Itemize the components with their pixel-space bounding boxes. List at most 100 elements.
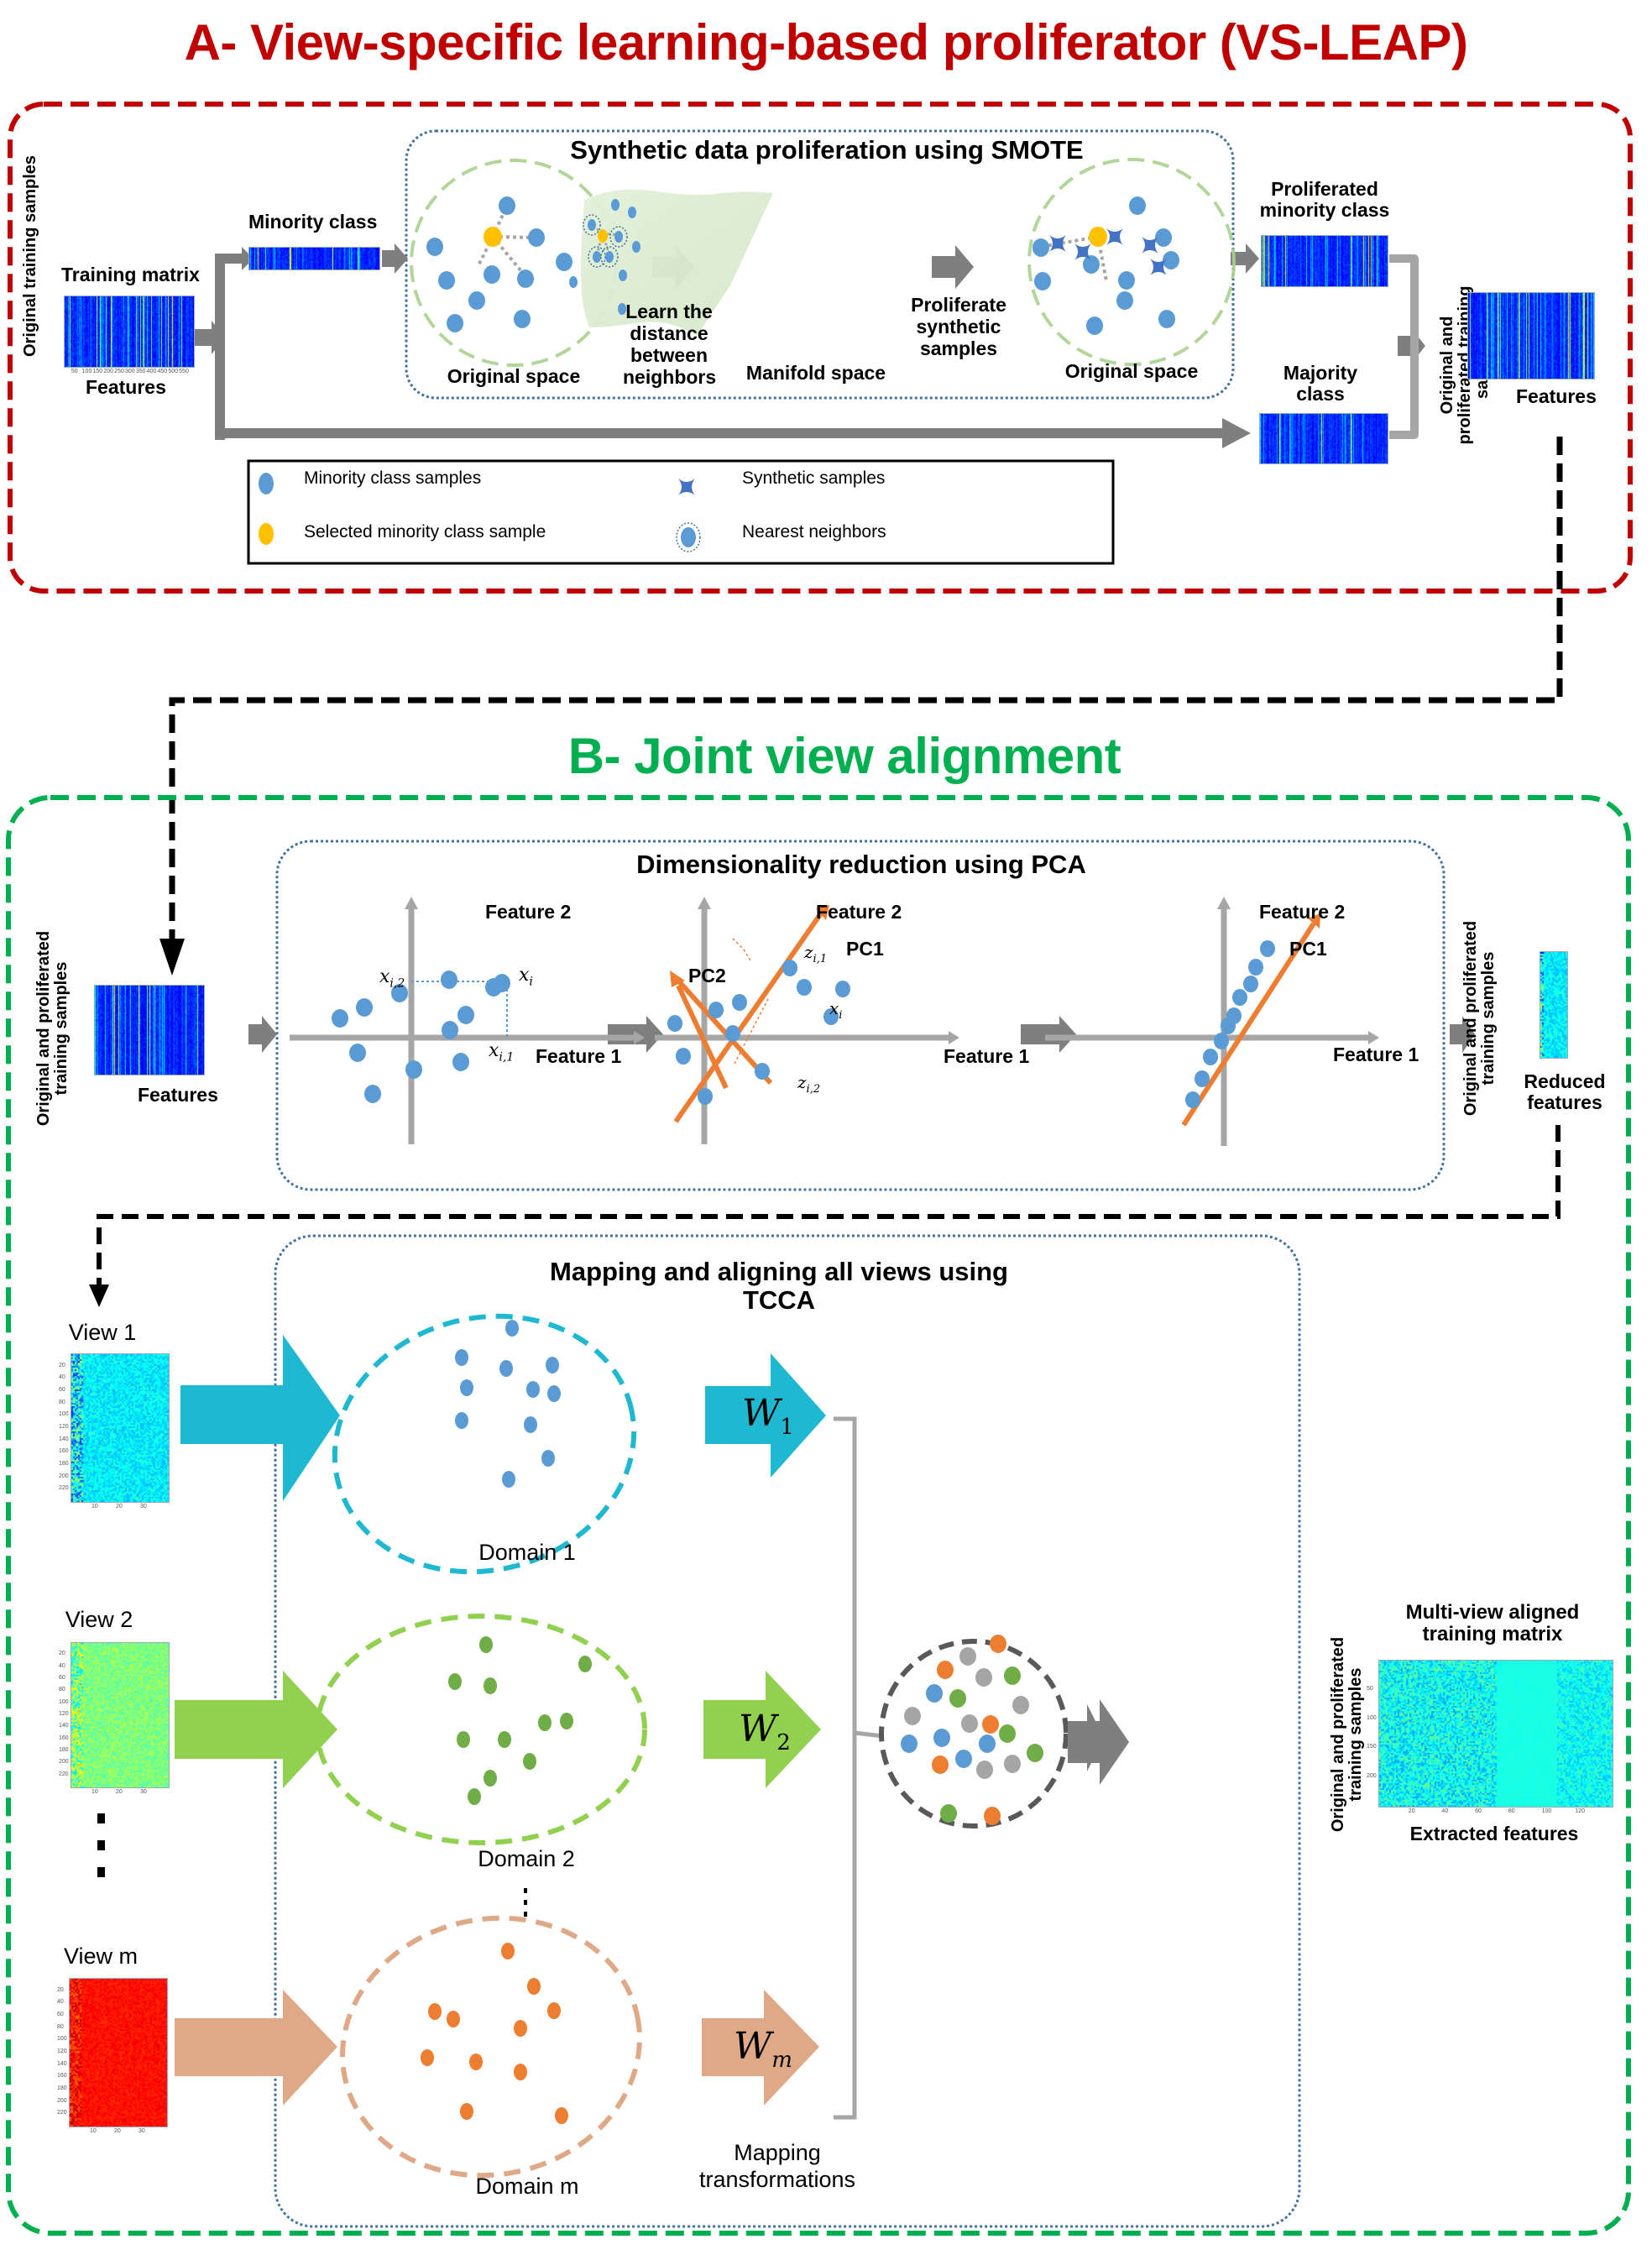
domain-1-sample <box>526 1381 540 1398</box>
view-2-ytick: 40 <box>59 1662 65 1669</box>
view-1-heatmap <box>71 1353 170 1503</box>
view-1-ytick: 60 <box>59 1387 65 1393</box>
synthetic-sample <box>1142 237 1158 254</box>
pca2-feature2-label: Feature 2 <box>816 901 902 923</box>
manifold-space-label: Manifold space <box>745 362 886 384</box>
training-matrix-xtick: 150 <box>92 369 103 374</box>
aligned-sample-gray <box>976 1761 993 1779</box>
view-1-ytick: 140 <box>59 1436 69 1442</box>
pca-sample <box>452 1053 469 1071</box>
pca-sample <box>667 1015 682 1032</box>
output-b-title-line1: Multi-view aligned <box>1405 1601 1580 1624</box>
output-b-xtick: 40 <box>1441 1808 1449 1814</box>
domain-2-ellipse <box>315 1614 647 1845</box>
minority-sample <box>1155 228 1172 247</box>
pca-projected-sample <box>1226 1007 1242 1024</box>
connector-reduced-to-views-arrowhead <box>89 1284 109 1307</box>
pca-projected-sample <box>1195 1070 1210 1087</box>
neighbor-link <box>477 236 494 266</box>
view-m-ytick: 180 <box>57 2085 67 2091</box>
neighbor-link <box>601 233 611 256</box>
selected-minority-sample <box>1089 227 1107 247</box>
training-matrix-xtick: 350 <box>135 369 146 374</box>
aligned-sample-green <box>999 1724 1016 1743</box>
tcca-title-line1: Mapping and aligning all views using <box>550 1257 1008 1286</box>
w2-label: W2 <box>739 1708 791 1755</box>
domain-m-sample <box>547 2002 561 2019</box>
x-i1-label: xi,1 <box>489 1040 515 1065</box>
aligned-sample-orange <box>982 1715 999 1734</box>
domain-1-sample <box>547 1385 561 1402</box>
minority-sample <box>618 303 626 315</box>
legend-synthetic-icon <box>678 479 695 495</box>
learn-distance-label: Learn the distance between neighbors <box>623 301 717 388</box>
nearest-neighbor <box>614 231 623 243</box>
output-b-title: Multi-view aligned training matrix <box>1405 1601 1580 1646</box>
minority-sample <box>514 310 531 328</box>
aligned-sample-green <box>949 1689 966 1708</box>
output-b-xtick: 20 <box>1408 1808 1415 1814</box>
pca-projected-sample <box>1203 1049 1218 1065</box>
aligned-sample-gray <box>1004 1755 1021 1773</box>
domain-2-sample <box>468 1788 481 1805</box>
training-matrix-title: Training matrix <box>61 264 200 285</box>
pca-sample <box>457 1006 474 1024</box>
pca-sample <box>391 984 408 1002</box>
w1-label: W1 <box>742 1392 794 1440</box>
section-a-border <box>8 102 1633 594</box>
minority-sample <box>1158 310 1175 328</box>
domain-2-label: Domain 2 <box>478 1846 575 1871</box>
synthetic-sample <box>1150 259 1167 275</box>
input-b-heatmap <box>94 985 205 1075</box>
minority-sample <box>619 269 627 281</box>
view-2-ytick: 120 <box>59 1711 69 1717</box>
minority-class-heatmap <box>248 247 380 270</box>
original-space-label-1: Original space <box>447 365 581 387</box>
aligned-sample-blue <box>926 1684 943 1703</box>
view-m-xtick: 10 <box>90 2128 97 2134</box>
pca-sample <box>698 1088 713 1105</box>
view-1-ytick: 20 <box>59 1362 65 1368</box>
aligned-sample-gray <box>959 1647 976 1666</box>
nearest-neighbor-ring <box>600 246 619 268</box>
output-b-xtick: 120 <box>1575 1808 1585 1814</box>
view-m-ytick: 200 <box>57 2097 67 2104</box>
domain-2-sample <box>479 1636 493 1653</box>
majority-class-label: Majority class <box>1283 362 1358 405</box>
domain-2-sample <box>448 1673 462 1690</box>
training-matrix-xtick: 200 <box>103 369 114 374</box>
view-2-ytick: 20 <box>59 1651 65 1657</box>
legend-selected-icon <box>259 523 274 545</box>
original-space-circle-2 <box>1027 158 1236 366</box>
domain-2-sample <box>578 1656 592 1672</box>
view-2-ytick: 160 <box>59 1734 69 1741</box>
aligned-sample-green <box>1004 1666 1021 1685</box>
output-b-xtick: 80 <box>1508 1808 1515 1814</box>
output-b-ytick: 150 <box>1367 1744 1377 1750</box>
nearest-neighbor-ring <box>583 214 601 236</box>
domain-1-sample <box>546 1357 559 1373</box>
legend-neighbors-label: Nearest neighbors <box>742 522 886 542</box>
view2-input-arrow <box>175 1671 337 1788</box>
tcca-box-title: Mapping and aligning all views using TCC… <box>550 1257 1008 1315</box>
connector-a-to-b-arrowhead <box>159 939 185 976</box>
mapping-transformations-label: Mapping transformations <box>699 2139 855 2194</box>
pca-sample <box>823 1008 839 1025</box>
view-2-xtick: 10 <box>91 1789 98 1795</box>
legend-minority-label: Minority class samples <box>304 468 482 488</box>
domain-1-sample <box>502 1471 515 1488</box>
aligned-sample-orange <box>932 1755 949 1774</box>
pca2-feature1-label: Feature 1 <box>944 1045 1030 1067</box>
domain-1-sample <box>455 1349 468 1366</box>
pca-sample <box>708 1002 724 1018</box>
legend-synthetic-label: Synthetic samples <box>742 468 886 488</box>
input-b-xlabel: Features <box>138 1084 218 1106</box>
training-matrix-xtick: 100 <box>81 369 92 374</box>
view-m-ytick: 160 <box>57 2073 67 2080</box>
domain-1-label: Domain 1 <box>478 1540 576 1565</box>
minority-sample <box>499 196 515 215</box>
output-b-ytick: 200 <box>1367 1773 1377 1780</box>
z-i2-label: zi,2 <box>797 1072 821 1096</box>
selected-minority-sample <box>598 229 608 243</box>
smote-box-border <box>405 129 1235 400</box>
